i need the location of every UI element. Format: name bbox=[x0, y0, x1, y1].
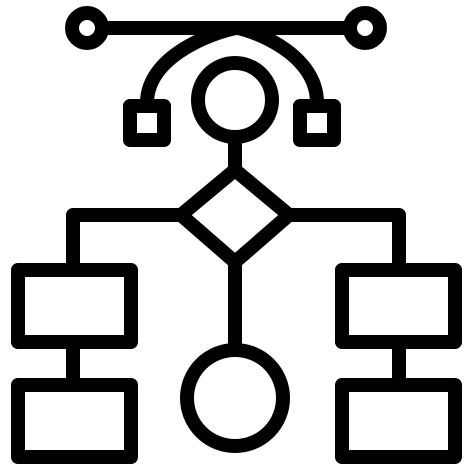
connector-decision-to-left-branch bbox=[66, 208, 188, 277]
flowchart-process-box-left-top bbox=[11, 263, 138, 349]
flowchart-decision-diamond bbox=[174, 163, 296, 269]
flowchart-process-box-right-bottom bbox=[335, 378, 462, 464]
flowchart-process-box-right-top bbox=[335, 263, 462, 349]
bezier-handle-left-anchor-icon bbox=[65, 6, 109, 50]
flowchart-end-circle bbox=[180, 343, 290, 453]
bezier-handle-right-anchor-icon bbox=[343, 6, 387, 50]
flowchart-process-box-left-bottom bbox=[11, 378, 138, 464]
bezier-curve bbox=[140, 21, 324, 110]
connector-decision-to-right-branch bbox=[282, 208, 406, 277]
bezier-node-right-icon bbox=[293, 99, 341, 147]
flowchart-start-circle bbox=[191, 56, 279, 144]
bezier-node-left-icon bbox=[123, 99, 171, 147]
